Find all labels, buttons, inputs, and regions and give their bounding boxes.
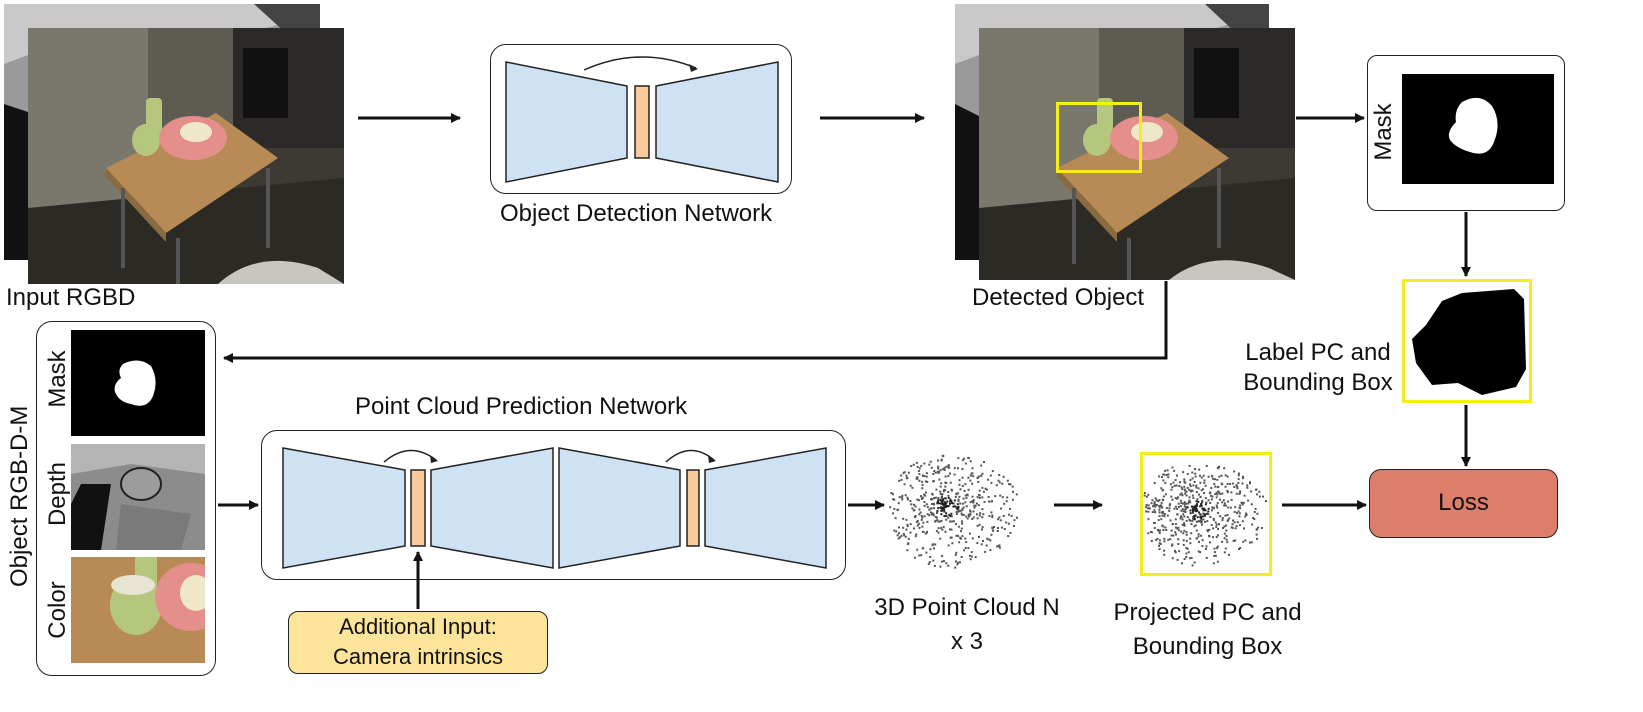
mask-side-label: Mask [44, 350, 71, 408]
additional-input-label: Additional Input: Camera intrinsics [333, 614, 503, 669]
point-cloud-3d-image [889, 454, 1018, 569]
object-detection-network-label: Object Detection Network [500, 200, 773, 227]
projected-pc-bounding-box [1140, 452, 1272, 576]
detection-bounding-box [1056, 102, 1142, 173]
label-pc-label: Label PC and Bounding Box [1243, 339, 1393, 396]
projected-pc-label: Projected PC and Bounding Box [1113, 599, 1302, 660]
additional-input-box [288, 611, 548, 674]
depth-side-label: Depth [44, 461, 71, 527]
color-side-label: Color [44, 581, 71, 639]
loss-label: Loss [1438, 489, 1489, 516]
object-color-image [71, 557, 205, 663]
object-detection-network-frame [490, 44, 792, 194]
input-rgbd-color-image [28, 28, 344, 284]
projected-pc-image [1143, 464, 1267, 567]
point-cloud-network-label: Point Cloud Prediction Network [355, 393, 688, 420]
object-rgbdm-label: Object RGB-D-M [6, 405, 33, 587]
loss-box [1369, 469, 1558, 538]
detected-object-image [979, 28, 1295, 280]
mask-top-label: Mask [1370, 103, 1397, 161]
input-rgbd-label: Input RGBD [6, 284, 136, 311]
label-pc-image [1402, 279, 1532, 403]
object-depth-image [71, 444, 205, 550]
point-cloud-3d-label: 3D Point Cloud N x 3 [874, 594, 1060, 655]
detected-object-label: Detected Object [972, 284, 1145, 311]
object-mask-image [71, 330, 205, 436]
point-cloud-network-frame [261, 430, 846, 580]
mask-output-image [1402, 74, 1554, 184]
label-pc-bounding-box [1402, 279, 1532, 403]
